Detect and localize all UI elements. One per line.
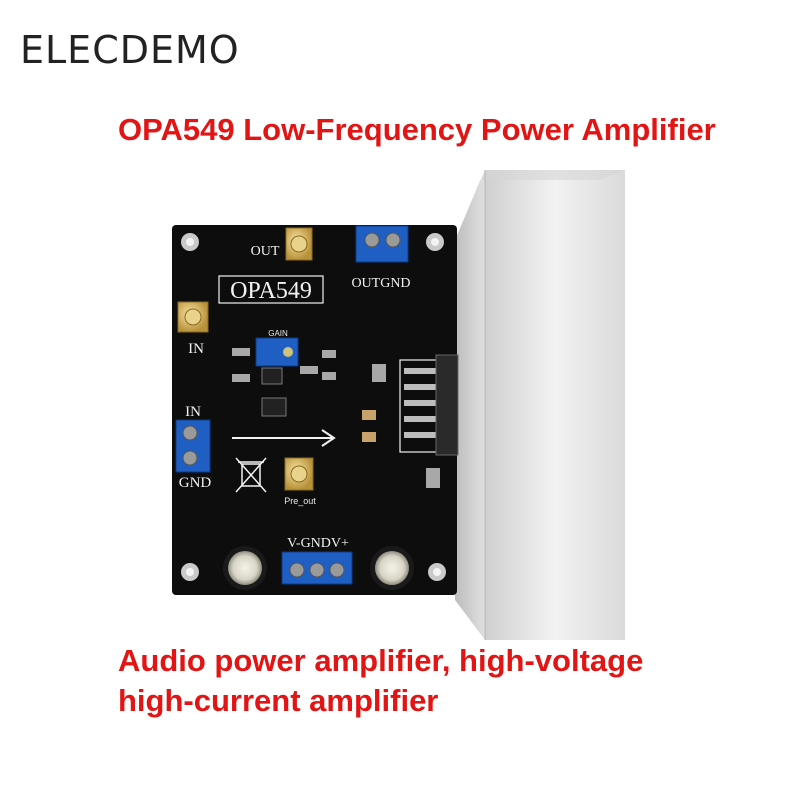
power-label: V-GNDV+ — [287, 536, 349, 551]
heatsink — [455, 170, 625, 640]
gain-label: GAIN — [268, 329, 288, 338]
pre-out-label: Pre_out — [284, 496, 316, 506]
in-label-terminal: IN — [185, 404, 201, 420]
caption-line: Audio power amplifier, high-voltage — [118, 643, 644, 678]
product-caption: Audio power amplifier, high-voltage high… — [118, 641, 758, 721]
model-label: OPA549 — [230, 278, 312, 304]
page-title: OPA549 Low-Frequency Power Amplifier — [118, 112, 716, 147]
pcb-board: OPA549 OUT OUTGND IN GAIN — [172, 225, 459, 595]
recycle-bin-icon — [235, 457, 267, 493]
brand-name: ELECDEMO — [20, 28, 240, 72]
out-gnd-label: OUTGND — [351, 276, 410, 291]
caption-line: high-current amplifier — [118, 683, 439, 718]
gnd-label-terminal: GND — [179, 475, 212, 491]
out-label: OUT — [251, 244, 280, 259]
in-label-left: IN — [188, 341, 204, 357]
